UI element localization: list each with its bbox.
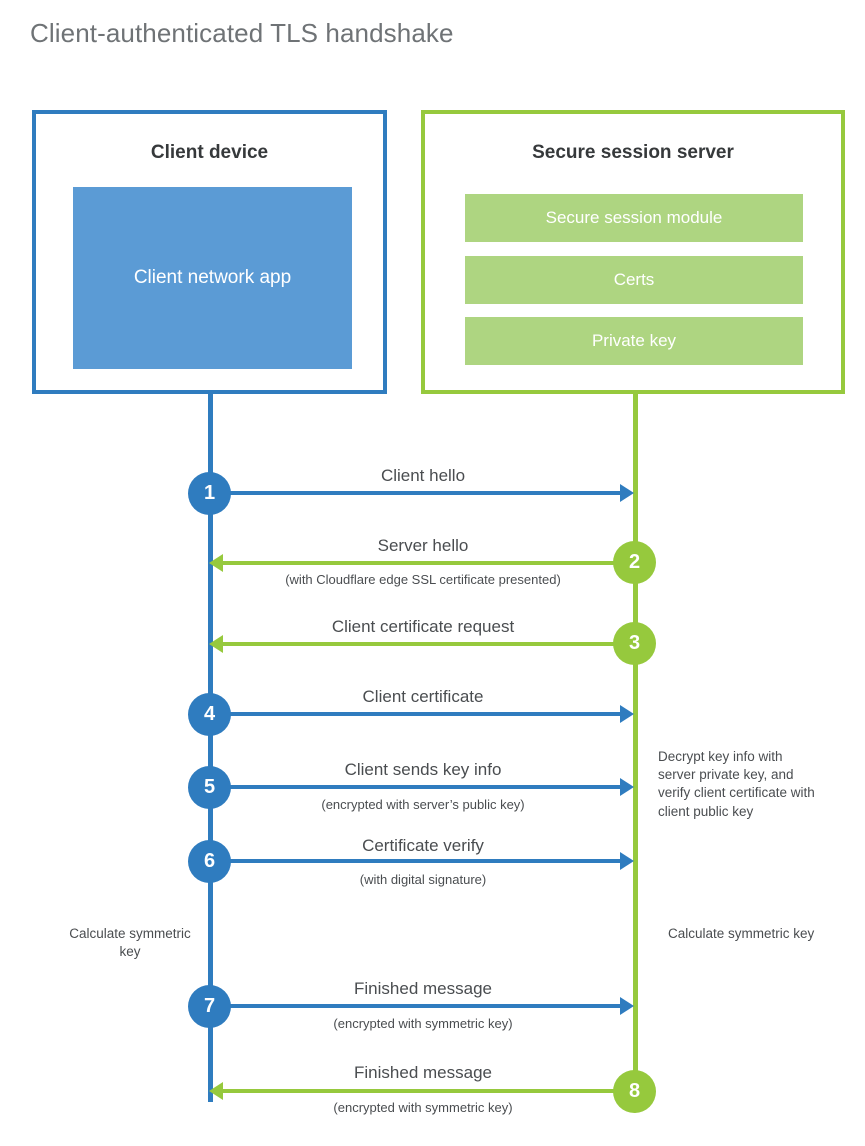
step-3-arrow-head xyxy=(209,635,223,653)
step-6-arrow-head xyxy=(620,852,634,870)
server-bar-private-key: Private key xyxy=(465,317,803,365)
step-7-arrow-line xyxy=(210,1004,620,1008)
annotation-server-decrypt: Decrypt key info with server private key… xyxy=(658,749,815,819)
step-3-arrow-line xyxy=(222,642,635,646)
annotation-client-calculate-symmetric-key: Calculate symmetric key xyxy=(69,926,191,960)
client-network-app-block: Client network app xyxy=(73,187,352,369)
step-5-marker[interactable]: 5 xyxy=(188,766,231,809)
step-5-arrow-head xyxy=(620,778,634,796)
step-8-arrow-head xyxy=(209,1082,223,1100)
step-1-label: Client hello xyxy=(380,466,466,485)
step-5-arrow-line xyxy=(210,785,620,789)
step-8-marker[interactable]: 8 xyxy=(613,1070,656,1113)
step-8-label: Finished message xyxy=(354,1063,492,1082)
step-8-arrow-line xyxy=(222,1089,635,1093)
secure-session-server-title: Secure session server xyxy=(532,142,734,163)
step-3-marker[interactable]: 3 xyxy=(613,622,656,665)
client-device-box: Client device Client network app xyxy=(32,110,387,394)
step-7-arrow-head xyxy=(620,997,634,1015)
step-6-sublabel: (with digital signature) xyxy=(359,872,487,887)
step-5-sublabel: (encrypted with server’s public key) xyxy=(321,797,525,812)
step-8-sublabel: (encrypted with symmetric key) xyxy=(333,1100,513,1115)
server-lifeline xyxy=(633,392,638,1095)
step-2-sublabel: (with Cloudflare edge SSL certificate pr… xyxy=(285,572,561,587)
step-4-label: Client certificate xyxy=(362,687,484,706)
server-bar-secure-session-module: Secure session module xyxy=(465,194,803,242)
client-lifeline xyxy=(208,392,213,1102)
step-1-arrow-head xyxy=(620,484,634,502)
step-1-marker[interactable]: 1 xyxy=(188,472,231,515)
step-5-label: Client sends key info xyxy=(344,760,502,779)
client-device-title: Client device xyxy=(150,142,269,163)
step-2-arrow-line xyxy=(222,561,635,565)
step-6-arrow-line xyxy=(210,859,620,863)
annotation-server-calculate-symmetric-key: Calculate symmetric key xyxy=(668,926,815,941)
step-2-marker[interactable]: 2 xyxy=(613,541,656,584)
step-4-arrow-head xyxy=(620,705,634,723)
step-6-label: Certificate verify xyxy=(362,836,484,855)
server-bar-certs: Certs xyxy=(465,256,803,304)
step-7-marker[interactable]: 7 xyxy=(188,985,231,1028)
step-3-label: Client certificate request xyxy=(331,617,515,636)
step-7-label: Finished message xyxy=(354,979,492,998)
step-4-marker[interactable]: 4 xyxy=(188,693,231,736)
step-6-marker[interactable]: 6 xyxy=(188,840,231,883)
secure-session-server-box: Secure session server Secure session mod… xyxy=(421,110,845,394)
step-2-label: Server hello xyxy=(377,536,469,555)
page-title: Client-authenticated TLS handshake xyxy=(30,18,454,48)
step-1-arrow-line xyxy=(210,491,620,495)
step-7-sublabel: (encrypted with symmetric key) xyxy=(333,1016,513,1031)
step-4-arrow-line xyxy=(210,712,620,716)
step-2-arrow-head xyxy=(209,554,223,572)
